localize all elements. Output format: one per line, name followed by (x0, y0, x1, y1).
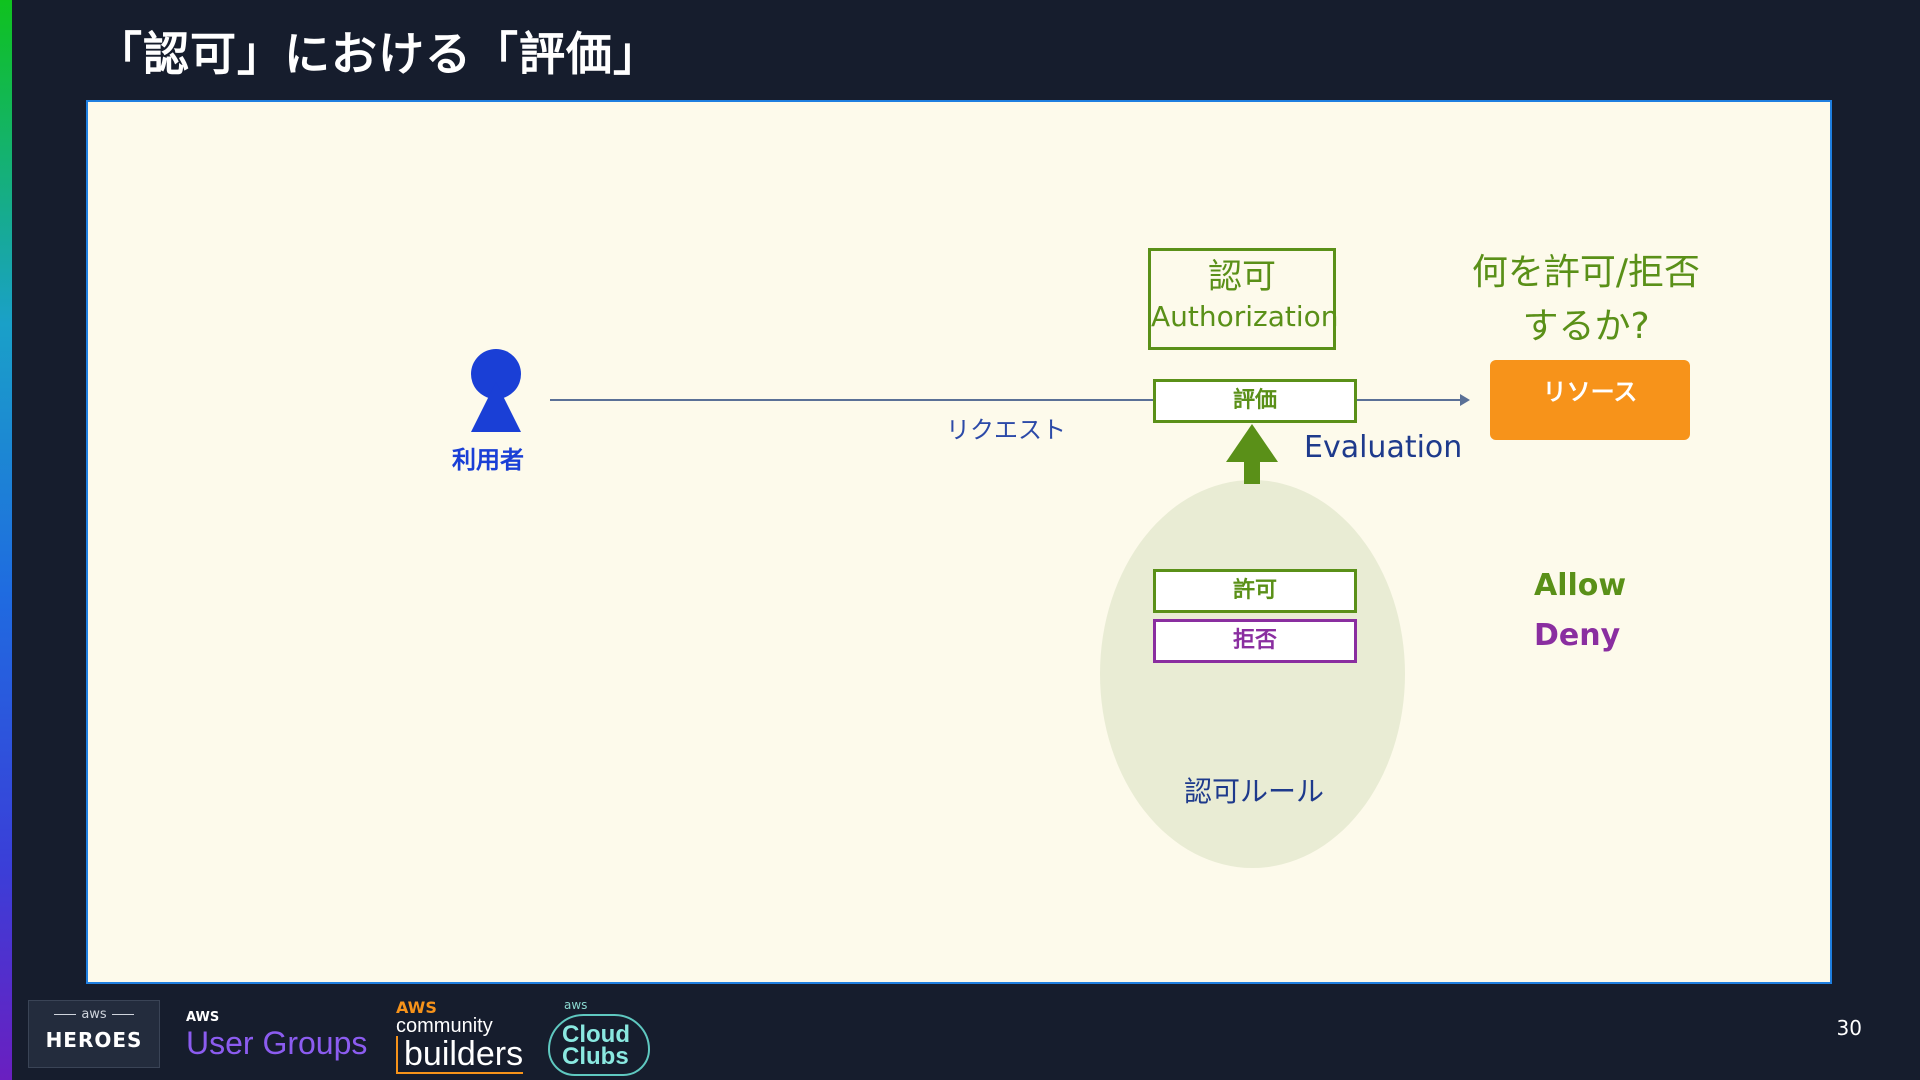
page-number: 30 (1836, 1016, 1862, 1040)
deny-rule-box: 拒否 (1153, 619, 1357, 663)
diagram-canvas (86, 100, 1832, 984)
question-line-1: 何を許可/拒否 (1471, 252, 1701, 293)
user-icon (471, 349, 521, 432)
cloud-clubs-aws-label: aws (564, 998, 588, 1012)
allow-text: Allow (1534, 568, 1627, 603)
evaluation-arrow-shaft (1244, 460, 1260, 484)
rules-ellipse (1100, 480, 1405, 868)
evaluation-label: Evaluation (1304, 430, 1463, 465)
request-arrowhead (1460, 394, 1470, 406)
community-label: community (396, 1015, 493, 1037)
authorization-jp-label: 認可 (1208, 257, 1276, 297)
question-line-2: するか? (1522, 306, 1650, 347)
aws-community-builders-logo: AWS community builders (396, 998, 524, 1074)
footer: aws HEROES AWS User Groups AWS community… (0, 984, 1920, 1080)
aws-heroes-logo: aws HEROES (28, 1000, 160, 1068)
heroes-aws-label: aws (29, 1007, 159, 1022)
cloud-clubs-line-1: Cloud (562, 1021, 630, 1048)
cloud-icon (548, 1014, 650, 1076)
evaluation-arrow-icon (1226, 424, 1278, 462)
evaluation-box: 評価 (1153, 379, 1357, 423)
request-label: リクエスト (946, 416, 1066, 444)
user-label: 利用者 (452, 446, 524, 474)
authorization-box: 認可 Authorization (1148, 248, 1339, 350)
request-line (550, 399, 1460, 401)
left-accent-bar (0, 0, 12, 1080)
cloud-clubs-label: Cloud Clubs (562, 1021, 630, 1070)
user-groups-aws-label: AWS (186, 1010, 220, 1025)
aws-user-groups-logo: AWS User Groups (186, 1010, 367, 1061)
resource-box: リソース (1490, 360, 1690, 440)
user-groups-label: User Groups (186, 1025, 368, 1061)
cloud-clubs-line-2: Clubs (562, 1043, 629, 1070)
aws-cloud-clubs-logo: aws Cloud Clubs (544, 990, 654, 1078)
rules-label: 認可ルール (1184, 775, 1325, 808)
request-forward-line (1356, 399, 1462, 401)
authorization-en-label: Authorization (1151, 300, 1339, 333)
question-text: 何を許可/拒否 するか? (1460, 246, 1712, 354)
heroes-label: HEROES (45, 1028, 143, 1052)
slide-title: 「認可」における「評価」 (96, 27, 660, 81)
deny-text: Deny (1534, 618, 1621, 653)
builders-label: builders (396, 1036, 524, 1074)
allow-rule-box: 許可 (1153, 569, 1357, 613)
community-aws-label: AWS (396, 998, 437, 1017)
